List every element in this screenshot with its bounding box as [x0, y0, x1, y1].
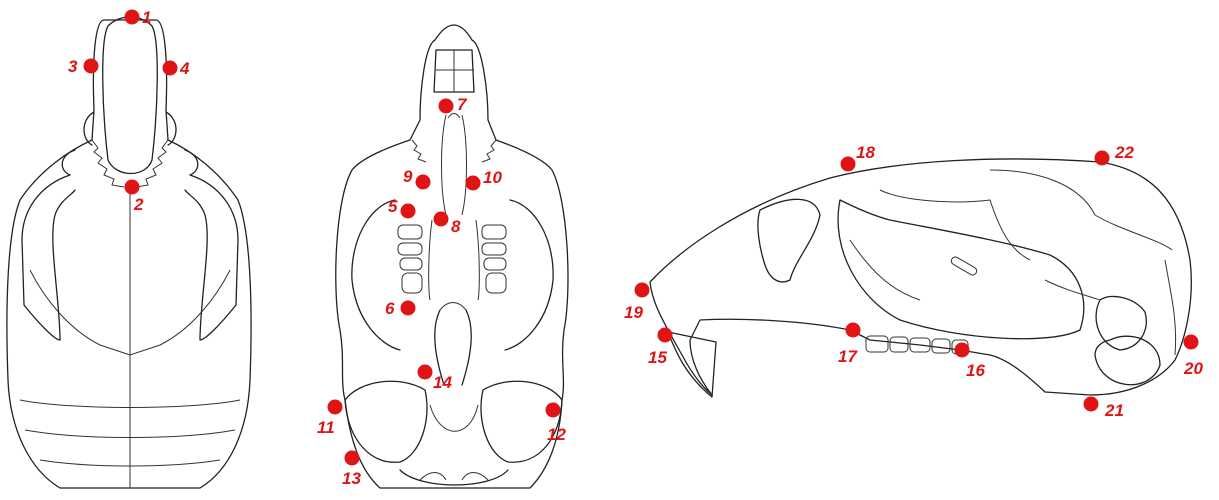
landmark-label: 9 [403, 167, 413, 186]
landmark-11: 11 [317, 400, 343, 438]
landmark-8: 8 [434, 212, 462, 237]
landmark-label: 16 [966, 361, 985, 380]
landmark-label: 11 [317, 418, 335, 437]
landmark-label: 8 [451, 217, 461, 236]
landmark-22: 22 [1095, 143, 1135, 166]
landmark-dot [328, 400, 343, 415]
landmark-dot [125, 10, 140, 25]
landmark-18: 18 [841, 143, 876, 172]
landmark-label: 13 [342, 469, 361, 488]
landmark-dot [466, 176, 481, 191]
ventral-skull-view [336, 25, 568, 488]
landmark-label: 4 [179, 59, 190, 78]
landmark-label: 15 [648, 348, 667, 367]
landmark-dot [416, 175, 431, 190]
landmark-dot [546, 403, 561, 418]
landmark-label: 18 [856, 143, 875, 162]
lateral-skull-view [650, 159, 1191, 397]
landmark-dot [418, 365, 433, 380]
landmark-21: 21 [1084, 397, 1124, 421]
landmark-7: 7 [439, 95, 469, 114]
landmark-1: 1 [125, 8, 152, 27]
landmark-13: 13 [342, 451, 361, 489]
landmark-dot [635, 283, 650, 298]
landmark-label: 19 [624, 303, 643, 322]
landmark-dot [401, 301, 416, 316]
landmark-label: 3 [68, 57, 78, 76]
landmark-dot [658, 328, 673, 343]
landmark-dot [434, 212, 449, 227]
landmark-label: 7 [457, 95, 468, 114]
landmark-dot [439, 99, 454, 114]
landmark-label: 10 [483, 168, 502, 187]
landmark-dot [846, 323, 861, 338]
landmark-dot [1084, 397, 1099, 412]
landmark-dot [125, 180, 140, 195]
landmark-label: 17 [838, 347, 858, 366]
landmark-label: 22 [1114, 143, 1134, 162]
landmark-2: 2 [125, 180, 145, 215]
landmark-dot [401, 204, 416, 219]
landmark-dot [955, 343, 970, 358]
landmark-label: 14 [433, 373, 452, 392]
landmark-label: 12 [547, 425, 566, 444]
landmark-dot [345, 451, 360, 466]
landmark-label: 21 [1104, 401, 1124, 420]
landmark-label: 5 [388, 197, 398, 216]
landmark-15: 15 [648, 328, 673, 368]
landmark-dot [1184, 335, 1199, 350]
landmark-20: 20 [1183, 335, 1203, 379]
landmark-9: 9 [403, 167, 431, 190]
landmark-10: 10 [466, 168, 503, 191]
landmark-dot [163, 61, 178, 76]
landmark-label: 20 [1183, 359, 1203, 378]
landmark-dot [84, 59, 99, 74]
landmark-12: 12 [546, 403, 567, 445]
landmark-6: 6 [385, 299, 416, 318]
landmark-14: 14 [418, 365, 453, 393]
landmark-dot [1095, 151, 1110, 166]
landmark-16: 16 [955, 343, 986, 381]
landmark-label: 2 [133, 195, 144, 214]
dorsal-skull-view [7, 17, 251, 488]
landmark-label: 1 [142, 8, 151, 27]
landmark-dot [841, 157, 856, 172]
landmark-5: 5 [388, 197, 416, 219]
landmark-label: 6 [385, 299, 395, 318]
landmark-19: 19 [624, 283, 650, 323]
